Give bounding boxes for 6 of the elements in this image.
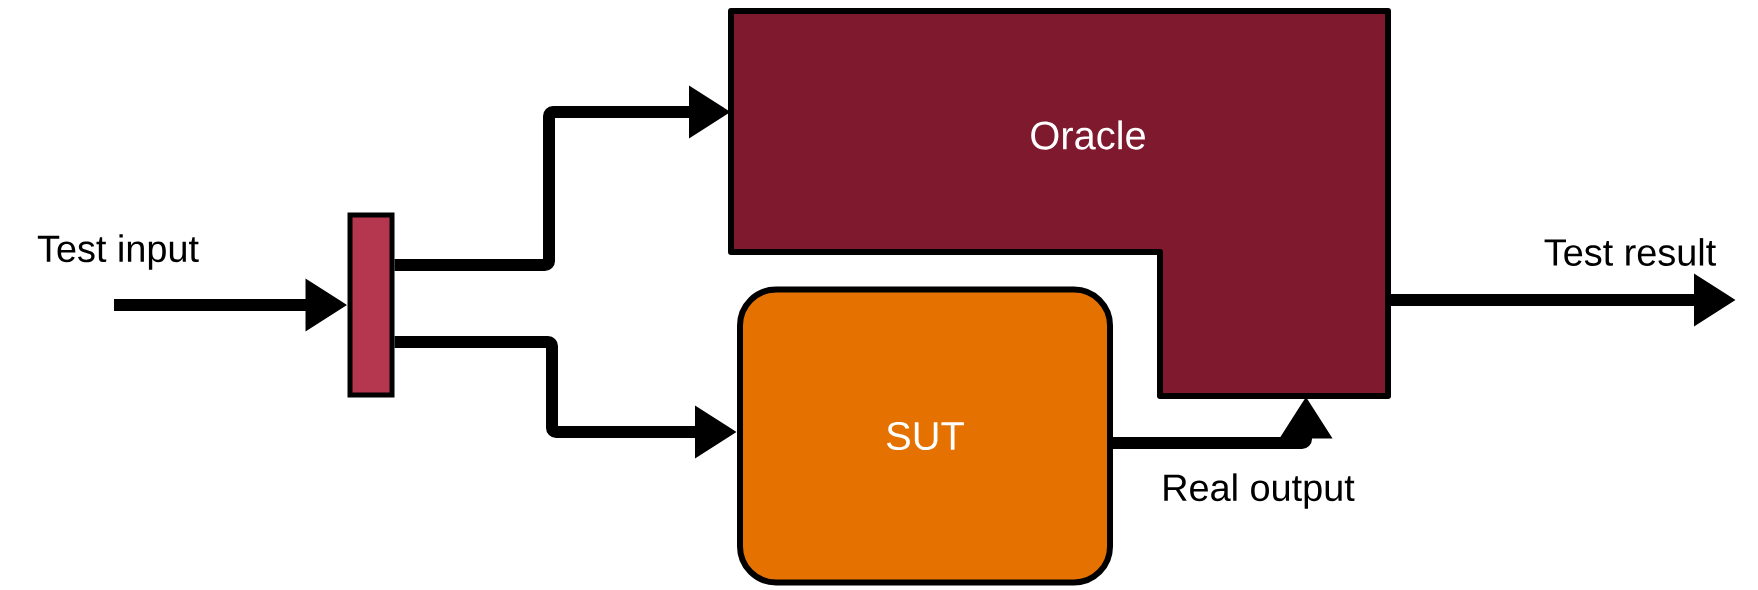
splitter-bar [347, 212, 395, 398]
edge-label: Real output [1164, 473, 1355, 509]
edge-label: Test result [1544, 238, 1716, 266]
oracle-box: Oracle [728, 8, 1391, 399]
sut-box: SUT [737, 286, 1113, 586]
edge-label: Test input [37, 234, 199, 270]
